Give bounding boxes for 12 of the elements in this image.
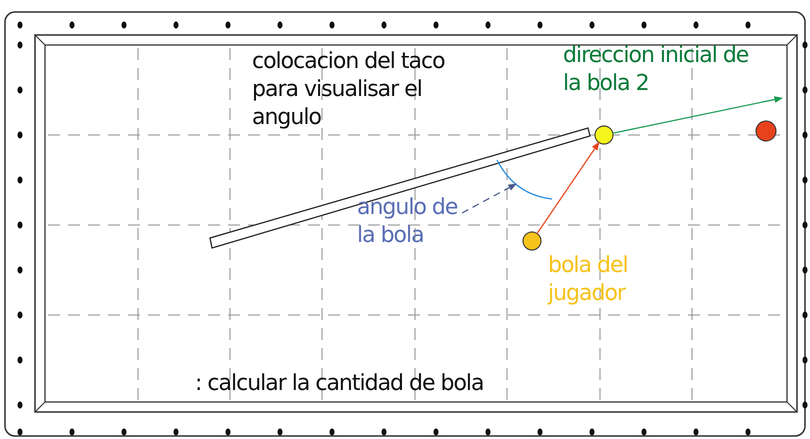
angle-label: angulo de la bola: [357, 194, 462, 250]
angle-arc: [496, 160, 552, 200]
arrow: [536, 142, 600, 234]
direction-label: direccion inicial de la bola 2: [563, 42, 750, 98]
note-text: : calcular la cantidad de bola: [195, 370, 485, 398]
arrow: [612, 96, 783, 134]
arrow: [462, 183, 517, 214]
ball-icon: [594, 126, 614, 144]
player-ball-label: bola del jugador: [548, 252, 629, 308]
ball-icon: [756, 120, 776, 142]
cue-caption: colocacion del taco para visualisar el angulo: [252, 48, 446, 132]
ball-icon: [522, 232, 542, 250]
